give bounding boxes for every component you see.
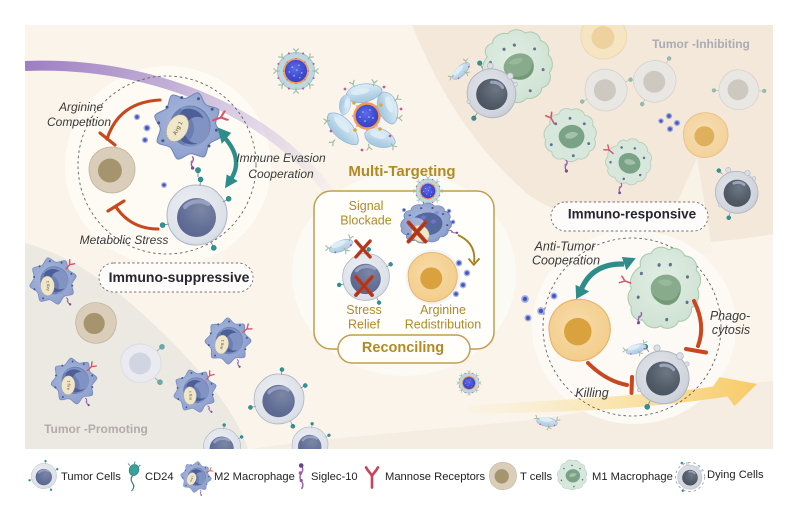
svg-text:Multi-Targeting: Multi-Targeting — [348, 163, 455, 180]
svg-text:Blockade: Blockade — [340, 214, 391, 228]
svg-text:Signal: Signal — [349, 199, 384, 213]
svg-text:Phago-: Phago- — [710, 309, 750, 323]
svg-text:Dying Cells: Dying Cells — [707, 469, 764, 481]
svg-text:Tumor -Promoting: Tumor -Promoting — [44, 422, 148, 436]
svg-text:M1 Macrophage: M1 Macrophage — [592, 471, 673, 483]
svg-text:Arginine: Arginine — [420, 303, 466, 317]
svg-text:Cooperation: Cooperation — [248, 167, 314, 181]
svg-text:Arginine: Arginine — [58, 100, 103, 114]
svg-text:Metabolic Stress: Metabolic Stress — [80, 233, 169, 247]
svg-text:Competition: Competition — [47, 115, 111, 129]
svg-text:Cooperation: Cooperation — [532, 254, 600, 268]
svg-text:Immuno-responsive: Immuno-responsive — [568, 207, 697, 222]
svg-text:M2 Macrophage: M2 Macrophage — [214, 471, 295, 483]
svg-text:Tumor -Inhibiting: Tumor -Inhibiting — [652, 37, 750, 51]
svg-text:CD24: CD24 — [145, 471, 174, 483]
svg-text:Immuno-suppressive: Immuno-suppressive — [109, 269, 250, 285]
svg-text:Siglec-10: Siglec-10 — [311, 471, 358, 483]
svg-text:Killing: Killing — [575, 386, 608, 400]
svg-text:Immune Evasion: Immune Evasion — [236, 151, 326, 165]
svg-text:cytosis: cytosis — [712, 323, 750, 337]
svg-text:Reconciling: Reconciling — [362, 340, 444, 356]
svg-text:Relief: Relief — [348, 318, 380, 332]
svg-text:Mannose Receptors: Mannose Receptors — [385, 471, 486, 483]
svg-text:T cells: T cells — [520, 471, 553, 483]
svg-text:Redistribution: Redistribution — [405, 318, 481, 332]
svg-text:Tumor Cells: Tumor Cells — [61, 471, 121, 483]
svg-text:Stress: Stress — [346, 303, 381, 317]
svg-text:Anti-Tumor: Anti-Tumor — [534, 240, 597, 254]
